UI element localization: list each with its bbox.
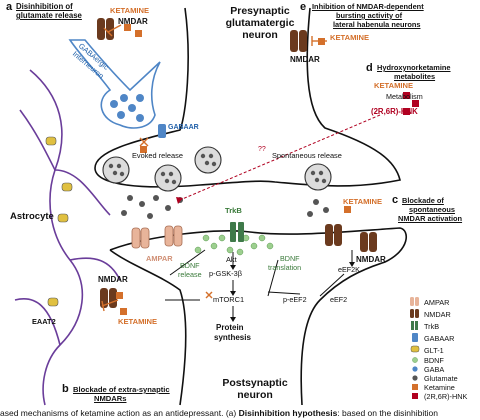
bdnf-translation-line1: BDNF <box>280 254 300 263</box>
ketamine-label-d: KETAMINE <box>374 81 414 90</box>
legend-ketamine: Ketamine <box>424 383 455 392</box>
bdnf-release-line2: release <box>178 270 202 279</box>
legend-glutamate: Glutamate <box>424 374 458 383</box>
legend-bdnf: BDNF <box>424 356 444 365</box>
panel-e-title-line1: Inhibition of NMDAR-dependent <box>312 2 424 11</box>
nmdar-label-b: NMDAR <box>98 275 128 284</box>
panel-c-title-line3: NMDAR activation <box>398 214 463 223</box>
trkb-label: TrkB <box>225 206 242 215</box>
astrocyte-shape <box>14 69 121 406</box>
protein-synthesis-line2: synthesis <box>214 333 251 342</box>
bdnf-release-line1: BDNF <box>180 261 200 270</box>
panel-d-title-line1: Hydroxynorketamine <box>377 63 451 72</box>
ketamine-label-c: KETAMINE <box>343 197 383 206</box>
mtorc1-label: mTORC1 <box>213 295 245 304</box>
presynaptic-membrane <box>94 7 401 188</box>
glutamate-in-cleft <box>121 195 329 219</box>
question-marks: ?? <box>258 146 266 153</box>
legend-glt1: GLT-1 <box>424 346 444 355</box>
caption-bold: Disinhibition hypothesis <box>238 408 338 418</box>
astrocyte-label: Astrocyte <box>10 211 54 222</box>
panel-c-letter: c <box>392 194 399 206</box>
evoked-release-label: Evoked release <box>132 151 183 160</box>
ketamine-label-a: KETAMINE <box>110 6 150 15</box>
legend-hnk: (2R,6R)-HNK <box>424 392 468 401</box>
postsynaptic-membrane <box>109 227 408 406</box>
bdnf-translation-line2: translation <box>268 263 302 272</box>
gabaar-receptor <box>158 124 166 138</box>
panel-e-title-line2: bursting activity of <box>336 11 403 20</box>
legend-trkb: TrkB <box>424 322 440 331</box>
pathway-arrows <box>165 114 381 318</box>
hnk-molecules <box>403 92 419 115</box>
nmdar-label-a: NMDAR <box>118 17 148 26</box>
panel-d-letter: d <box>366 62 373 74</box>
metabolism-label: Metabolism <box>386 92 423 101</box>
protein-synthesis-line1: Protein <box>216 323 244 332</box>
vesicle-contents <box>108 153 327 185</box>
spontaneous-release-label: Spontaneous release <box>272 151 342 160</box>
legend-gaba: GABA <box>424 365 445 374</box>
panel-b-letter: b <box>62 383 69 395</box>
panel-a-title-line1: Disinhibition of <box>16 2 73 11</box>
legend-ampar: AMPAR <box>424 298 450 307</box>
legend-icons <box>410 297 420 399</box>
inhibition-marks <box>101 24 327 312</box>
ampar-label: AMPAR <box>146 254 173 263</box>
panel-c-title-line2: spontaneous <box>409 205 455 214</box>
ketamine-label-b: KETAMINE <box>118 317 158 326</box>
presynaptic-label-line2: glutamatergic <box>225 17 295 29</box>
panel-a-letter: a <box>6 1 13 13</box>
panel-e-title-line3: lateral habenula neurons <box>333 20 421 29</box>
eef2-label: eEF2 <box>330 295 348 304</box>
nmdar-receptors <box>97 18 377 308</box>
ketamine-label-e: KETAMINE <box>330 33 370 42</box>
postsynaptic-label-line2: neuron <box>237 389 273 401</box>
panel-b-title-line1: Blockade of extra-synaptic <box>73 385 170 394</box>
figure-caption: ased mechanisms of ketamine action as an… <box>0 408 480 420</box>
panel-b-title-line2: NMDARs <box>94 394 127 403</box>
gabaar-label: GABAAR <box>168 124 199 131</box>
glt1-transporters <box>45 136 73 307</box>
presynaptic-label-line1: Presynaptic <box>230 5 290 17</box>
panel-c-title-line1: Blockade of <box>402 196 444 205</box>
legend: AMPAR NMDAR TrkB GABAAR GLT-1 BDNF GABA … <box>408 296 480 408</box>
arrow-heads <box>176 197 355 322</box>
panel-a-title-line2: glutamate release <box>16 11 82 20</box>
pgsk-label: p-GSK-3β <box>209 269 243 278</box>
postsynaptic-label-line1: Postsynaptic <box>222 377 288 389</box>
panel-d-title-line2: metabolites <box>394 72 436 81</box>
panel-e-letter: e <box>300 1 307 13</box>
legend-nmdar: NMDAR <box>424 310 451 319</box>
nmdar-label-c: NMDAR <box>356 255 386 264</box>
interneuron-shape <box>68 39 161 129</box>
hnk-label: (2R,6R)-HNK <box>371 107 418 116</box>
caption-prefix: ased mechanisms of ketamine action as an… <box>0 408 239 418</box>
akt-label: Akt <box>226 255 237 264</box>
caption-suffix: : based on the disinhibition <box>337 408 438 418</box>
presynaptic-label-line3: neuron <box>242 29 278 41</box>
bdnf-dots <box>194 234 274 256</box>
eaat2-label: EAAT2 <box>32 317 56 326</box>
trkb-receptor <box>230 222 244 242</box>
synaptic-vesicles <box>102 146 332 192</box>
nmdar-label-e: NMDAR <box>290 55 320 64</box>
peef2-label: p-eEF2 <box>283 295 307 304</box>
legend-gabaar: GABAAR <box>424 334 455 343</box>
eef2k-label: eEF2K <box>338 265 360 274</box>
ampar-receptors <box>131 225 183 249</box>
